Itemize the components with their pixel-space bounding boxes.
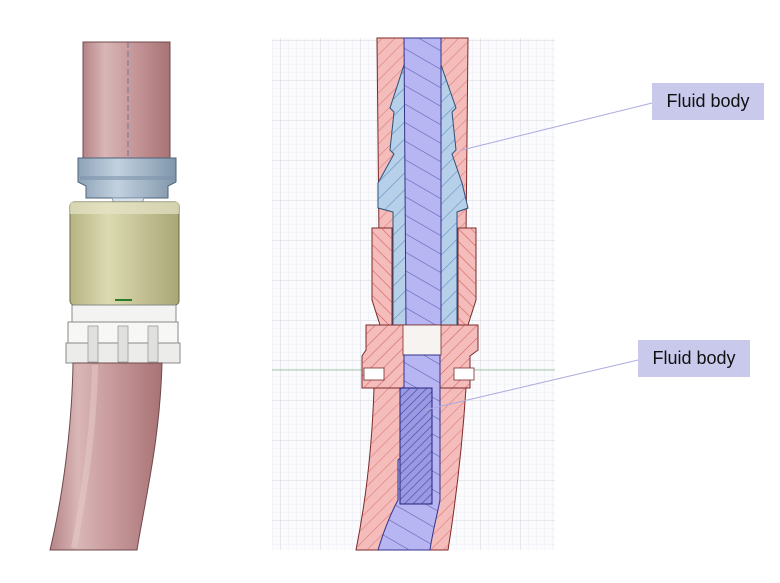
upper-hose — [82, 41, 171, 161]
fluid-body-callout-lower: Fluid body — [638, 340, 750, 377]
assembly-3d-view — [49, 41, 181, 551]
leader-line-2 — [424, 359, 639, 411]
olive-sleeve — [69, 201, 180, 306]
coupling-section — [361, 227, 479, 389]
cross-section-view — [272, 37, 653, 551]
leader-line-1 — [461, 102, 653, 151]
fluid-body-callout-upper: Fluid body — [652, 83, 764, 120]
white-nut — [65, 304, 181, 364]
lower-hose — [49, 362, 163, 551]
